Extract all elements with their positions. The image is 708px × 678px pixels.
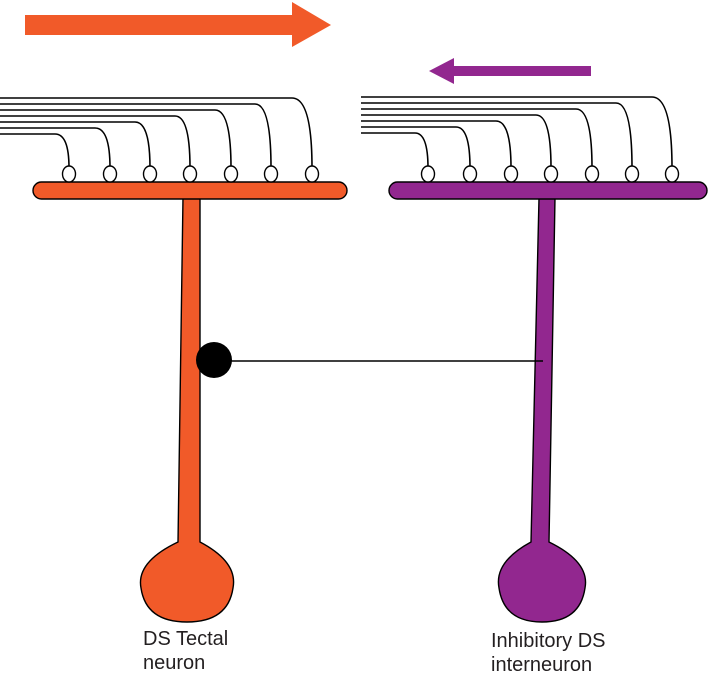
arrow-right-shaft [25,15,297,35]
direction-arrow-right [25,2,331,47]
tectal-neuron-body [139,196,235,623]
interneuron-dendrite-bar [388,181,708,200]
inhibitory-synapse [196,342,232,378]
tectal-dendrite-bar [32,181,348,200]
arrow-left-head [429,58,454,84]
input-synapse [543,165,559,183]
interneuron-body [497,197,587,623]
direction-arrow-left [429,58,591,84]
input-synapse [61,165,77,183]
tectal-neuron-label: DS Tectal neuron [143,627,228,675]
input-synapse [223,165,239,183]
input-synapse [182,165,198,183]
arrow-left-shaft [448,66,591,76]
input-synapse [142,165,158,183]
input-synapse [462,165,478,183]
interneuron-label-line-1: Inhibitory DS [491,630,606,652]
interneuron-label-line-2: interneuron [491,654,593,676]
input-synapse [624,165,640,183]
input-synapse [584,165,600,183]
tectal-label-line-1: DS Tectal [143,628,229,650]
input-synapses-interneuron [420,165,680,183]
input-synapses-tectal [61,165,320,183]
tectal-label-line-2: neuron [143,652,206,674]
arrow-right-head [292,2,331,47]
input-fibers-tectal [0,97,313,169]
input-synapse [102,165,118,183]
input-synapse [304,165,320,183]
input-synapse [420,165,436,183]
input-synapse [503,165,519,183]
input-synapse [263,165,279,183]
input-synapse [664,165,680,183]
interneuron-label: Inhibitory DS interneuron [491,629,606,677]
input-fibers-interneuron [361,96,673,169]
